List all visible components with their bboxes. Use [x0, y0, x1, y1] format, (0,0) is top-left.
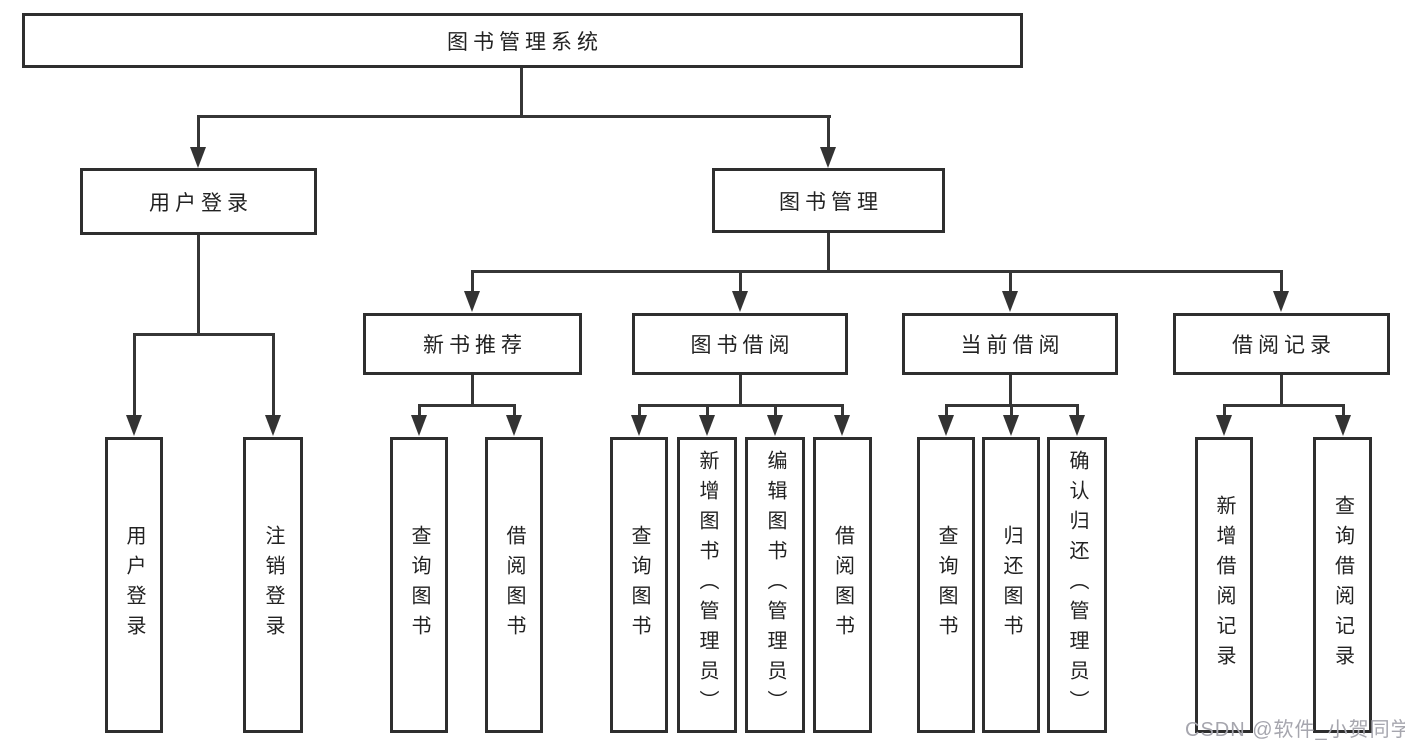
node-user-login: 用户登录 [80, 168, 317, 235]
arrowhead-to-book-management [820, 147, 836, 168]
leaf-borrow-books-recommend: 借阅图书 [485, 437, 543, 733]
leaf-user-login-action: 用户登录 [105, 437, 163, 733]
node-user-login-label: 用户登录 [149, 191, 253, 215]
leaf-edit-books-admin: 编辑图书（管理员） [745, 437, 805, 733]
edge-to-add-books-admin [706, 404, 709, 417]
leaf-return-books-label: 归还图书 [1000, 525, 1022, 645]
node-book-borrowing-label: 图书借阅 [690, 334, 795, 357]
edge-to-borrow-books [841, 404, 844, 417]
node-borrow-records: 借阅记录 [1173, 313, 1390, 375]
leaf-edit-books-admin-label: 编辑图书（管理员） [764, 450, 786, 720]
edge-root-branch [197, 115, 831, 118]
leaf-query-books-current-label: 查询图书 [935, 525, 957, 645]
arrowhead-to-borrow-books-recommend [506, 415, 522, 436]
node-root-system: 图书管理系统 [22, 13, 1023, 68]
arrowhead-to-borrow-records [1273, 291, 1289, 312]
leaf-return-books: 归还图书 [982, 437, 1040, 733]
edge-borrow-records-drop [1280, 373, 1283, 407]
leaf-add-books-admin-label: 新增图书（管理员） [696, 450, 718, 720]
arrowhead-to-user-login [190, 147, 206, 168]
arrowhead-to-user-login-action [126, 415, 142, 436]
leaf-logout-action: 注销登录 [243, 437, 303, 733]
leaf-borrow-books-recommend-label: 借阅图书 [503, 525, 525, 645]
leaf-query-books-borrowing: 查询图书 [610, 437, 668, 733]
leaf-query-books-recommend: 查询图书 [390, 437, 448, 733]
node-book-borrowing: 图书借阅 [632, 313, 848, 375]
leaf-add-borrow-record: 新增借阅记录 [1195, 437, 1253, 733]
arrowhead-to-query-books-recommend [411, 415, 427, 436]
edge-book-borrowing-drop [739, 373, 742, 407]
edge-to-book-borrowing [739, 270, 742, 293]
edge-current-borrowing-drop [1009, 373, 1012, 407]
edge-borrow-records-branch [1223, 404, 1344, 407]
leaf-logout-action-label: 注销登录 [262, 525, 284, 645]
arrowhead-to-current-borrowing [1002, 291, 1018, 312]
edge-book-borrowing-branch [638, 404, 843, 407]
leaf-borrow-books-label: 借阅图书 [831, 525, 854, 645]
edge-to-user-login-action [133, 333, 136, 416]
edge-new-book-recommend-drop [471, 373, 474, 407]
edge-user-login-branch [133, 333, 275, 336]
edge-to-query-books-borrowing [638, 404, 641, 417]
csdn-watermark: CSDN @软件_小贺同学 [1185, 719, 1405, 741]
leaf-query-books-borrowing-label: 查询图书 [628, 525, 650, 645]
arrowhead-to-logout-action [265, 415, 281, 436]
node-book-management-label: 图书管理 [779, 190, 883, 214]
edge-book-management-drop [827, 230, 830, 273]
leaf-user-login-action-label: 用户登录 [123, 525, 145, 645]
edge-root-to-book-management [827, 115, 830, 148]
edge-to-borrow-records [1280, 270, 1283, 293]
node-book-management: 图书管理 [712, 168, 945, 233]
node-new-book-recommend-label: 新书推荐 [423, 334, 527, 357]
arrowhead-to-query-books-current [938, 415, 954, 436]
arrowhead-to-borrow-books [834, 415, 850, 436]
leaf-query-borrow-record-label: 查询借阅记录 [1331, 495, 1354, 675]
arrowhead-to-new-book-recommend [464, 291, 480, 312]
leaf-borrow-books: 借阅图书 [813, 437, 872, 733]
edge-user-login-drop [197, 234, 200, 335]
edge-to-edit-books-admin [774, 404, 777, 417]
node-new-book-recommend: 新书推荐 [363, 313, 582, 375]
leaf-confirm-return-admin-label: 确认归还（管理员） [1066, 450, 1088, 720]
edge-to-query-borrow-record [1342, 404, 1345, 417]
leaf-query-books-current: 查询图书 [917, 437, 975, 733]
edge-to-confirm-return-admin [1076, 404, 1079, 417]
leaf-query-borrow-record: 查询借阅记录 [1313, 437, 1372, 733]
arrowhead-to-return-books [1003, 415, 1019, 436]
node-root-system-label: 图书管理系统 [447, 30, 603, 54]
arrowhead-to-query-borrow-record [1335, 415, 1351, 436]
node-current-borrowing-label: 当前借阅 [960, 334, 1065, 357]
edge-to-borrow-books-recommend [513, 404, 516, 417]
arrowhead-to-query-books-borrowing [631, 415, 647, 436]
edge-to-return-books [1010, 404, 1013, 417]
edge-to-new-book-recommend [471, 270, 474, 293]
edge-to-add-borrow-record [1223, 404, 1226, 417]
edge-root-drop [520, 68, 523, 118]
arrowhead-to-book-borrowing [732, 291, 748, 312]
arrowhead-to-add-borrow-record [1216, 415, 1232, 436]
arrowhead-to-confirm-return-admin [1069, 415, 1085, 436]
leaf-add-borrow-record-label: 新增借阅记录 [1213, 495, 1235, 675]
edge-to-query-books-recommend [418, 404, 421, 417]
edge-to-logout-action [272, 333, 275, 416]
edge-book-management-branch [471, 270, 1282, 273]
leaf-add-books-admin: 新增图书（管理员） [677, 437, 737, 733]
leaf-query-books-recommend-label: 查询图书 [408, 525, 430, 645]
edge-new-book-recommend-branch [418, 404, 516, 407]
edge-to-current-borrowing [1009, 270, 1012, 293]
node-current-borrowing: 当前借阅 [902, 313, 1118, 375]
arrowhead-to-add-books-admin [699, 415, 715, 436]
node-borrow-records-label: 借阅记录 [1232, 334, 1336, 357]
edge-root-to-user-login [197, 115, 200, 148]
arrowhead-to-edit-books-admin [767, 415, 783, 436]
edge-to-query-books-current [945, 404, 948, 417]
leaf-confirm-return-admin: 确认归还（管理员） [1047, 437, 1107, 733]
